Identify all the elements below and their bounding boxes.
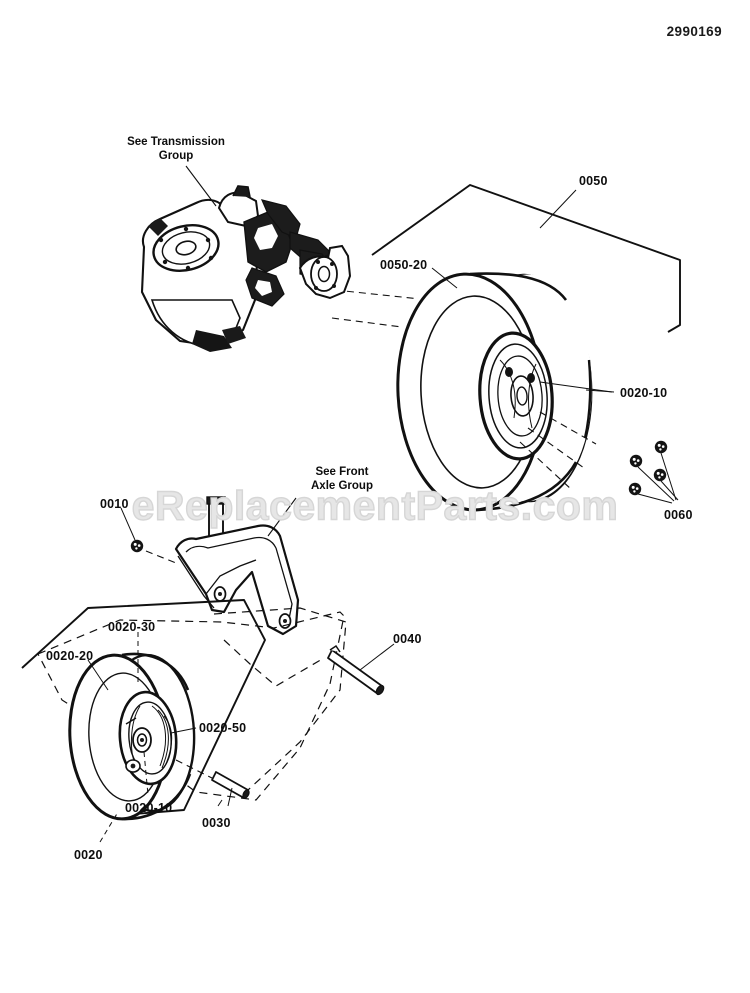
- transaxle-assembly: [140, 185, 352, 352]
- note-see-front-axle-group: See Front Axle Group: [311, 466, 373, 492]
- leader-0020-10-rear: [585, 389, 615, 393]
- lug-nuts-0060: [628, 440, 679, 504]
- callout-0030: 0030: [202, 816, 231, 830]
- assembly-outline-right: [213, 607, 347, 791]
- note-see-transmission-group: See Transmission Group: [127, 136, 225, 162]
- callout-0050: 0050: [579, 174, 608, 188]
- spindle-nut-0010: [120, 507, 177, 564]
- group-bracket-0020: [21, 599, 266, 816]
- callout-0020-30: 0020-30: [108, 620, 156, 634]
- leader-front-axle-note: [267, 497, 297, 537]
- front-wheel-leaders: [87, 632, 217, 843]
- callout-0020-20: 0020-20: [46, 649, 94, 663]
- front-wheel-assembly: [68, 652, 196, 821]
- rear-hub-leaders: [519, 381, 613, 491]
- steering-spindle-assembly: [174, 496, 300, 636]
- callout-0020-10-front: 0020-10: [125, 801, 173, 815]
- group-bracket-0050: [371, 184, 681, 333]
- pin-0030: [211, 771, 250, 807]
- callout-0020-10-rear: 0020-10: [620, 386, 668, 400]
- leader-0050-20: [431, 267, 458, 289]
- callout-0020: 0020: [74, 848, 103, 862]
- leader-transmission-note: [185, 165, 217, 207]
- bolt-0040: [327, 643, 395, 696]
- rear-tire-assembly: [396, 266, 593, 512]
- callout-0050-20: 0050-20: [380, 258, 428, 272]
- leader-0030: [227, 787, 233, 807]
- assembly-path-bolt: [223, 639, 325, 687]
- callout-0060: 0060: [664, 508, 693, 522]
- assembly-path-rear: [334, 289, 431, 301]
- callout-0040: 0040: [393, 632, 422, 646]
- callout-0020-50: 0020-50: [199, 721, 247, 735]
- document-number: 2990169: [666, 24, 722, 39]
- leader-0050: [539, 189, 577, 229]
- callout-0010: 0010: [100, 497, 129, 511]
